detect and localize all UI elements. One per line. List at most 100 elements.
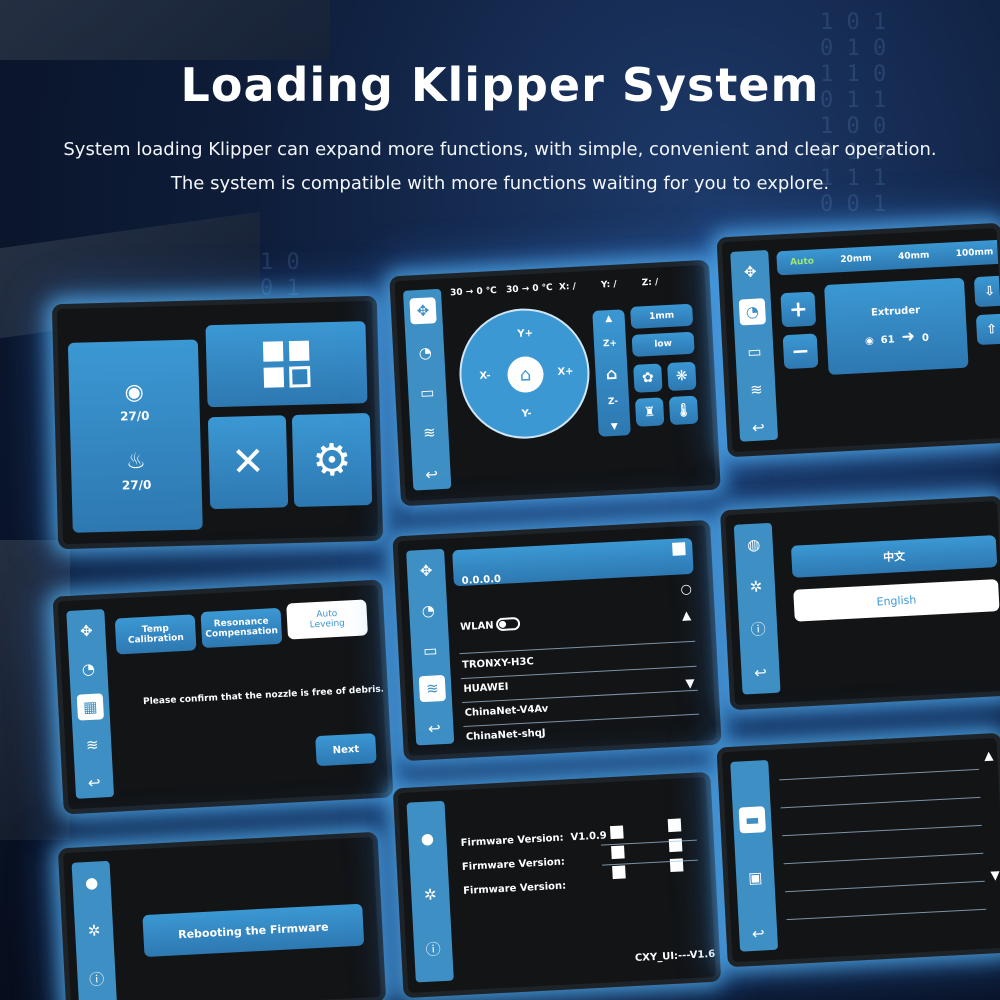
- move-screen: ✥ ◔ ▭ ≋ ↩ 30 → 0 ℃ 30 → 0 ℃ X: / Y: / Z:…: [389, 259, 721, 507]
- tool-icon[interactable]: ▭: [419, 383, 435, 403]
- wifi-icon[interactable]: ≋: [422, 423, 437, 442]
- speed-button[interactable]: low: [631, 331, 695, 357]
- ip-address-bar: 0.0.0.0: [452, 537, 694, 586]
- temperature-tile[interactable]: ◉ 27/0 ♨ 27/0: [67, 339, 203, 533]
- extrude-icon[interactable]: ◔: [418, 343, 433, 363]
- usb-icon[interactable]: ▣: [747, 868, 763, 888]
- brightness-icon[interactable]: ✲: [749, 577, 763, 597]
- network-item[interactable]: HUAWEI: [463, 681, 509, 695]
- scroll-down-icon[interactable]: ▼: [685, 675, 696, 691]
- network-item[interactable]: TRONXY-H3C: [461, 656, 535, 671]
- file-screen: ▬ ▣ ↩ ▲ ▼: [716, 732, 1000, 968]
- sidebar: ● ✲ ⓘ: [406, 800, 454, 983]
- y-minus-button[interactable]: Y-: [521, 408, 532, 420]
- brightness-icon[interactable]: ✲: [423, 885, 438, 904]
- back-icon[interactable]: ↩: [427, 719, 442, 738]
- firmware-checkbox[interactable]: [609, 825, 624, 840]
- tab-temp-calibration[interactable]: Temp Calibration: [114, 614, 197, 655]
- load-icon: ⇩: [983, 283, 996, 300]
- ui-version: CXY_UI:---V1.6: [634, 948, 716, 965]
- scroll-down-icon[interactable]: ▼: [990, 867, 1000, 883]
- page-subtitle: System loading Klipper can expand more f…: [0, 133, 1000, 201]
- info-icon[interactable]: ⓘ: [750, 619, 767, 639]
- grid-icon[interactable]: ▦: [76, 693, 105, 721]
- sidebar: ✥ ◔ ▭ ≋ ↩: [402, 288, 452, 491]
- extruder-temp: ◉ 61 ➜ 0: [864, 326, 929, 348]
- settings-tile[interactable]: ⚙: [291, 413, 373, 508]
- info-icon[interactable]: ⓘ: [88, 969, 105, 989]
- firmware-version-1: Firmware Version: V1.0.9: [460, 830, 607, 849]
- network-item[interactable]: ChinaNet-shqJ: [465, 727, 546, 743]
- next-button[interactable]: Next: [315, 733, 377, 767]
- tab-resonance-compensation[interactable]: Resonance Compensation: [200, 607, 283, 649]
- grid-icon: [262, 340, 311, 388]
- home-button[interactable]: ⌂: [506, 355, 545, 394]
- tab-auto-leveling[interactable]: Auto Leveing: [286, 599, 368, 640]
- move-icon[interactable]: ✥: [79, 621, 94, 641]
- scroll-up-icon[interactable]: ▲: [983, 748, 994, 763]
- scroll-up-icon[interactable]: ▲: [681, 607, 692, 623]
- sidebar: ✥ ◔ ▦ ≋ ↩: [66, 609, 115, 799]
- extrude-icon[interactable]: ◔: [421, 601, 436, 621]
- firmware-checkbox[interactable]: [667, 818, 682, 833]
- globe-icon[interactable]: ◍: [746, 535, 761, 555]
- info-icon[interactable]: ⓘ: [425, 939, 442, 959]
- move-icon[interactable]: ✥: [409, 297, 437, 325]
- brightness-icon[interactable]: ✲: [87, 921, 101, 941]
- increase-button[interactable]: +: [780, 291, 817, 328]
- target-temp: 0: [921, 332, 930, 344]
- x-plus-button[interactable]: X+: [557, 366, 574, 378]
- mode-100mm[interactable]: 100mm: [955, 247, 994, 260]
- back-icon[interactable]: ↩: [753, 663, 768, 682]
- extrude-icon[interactable]: ◔: [81, 659, 96, 679]
- move-icon[interactable]: ✥: [419, 561, 433, 581]
- network-item[interactable]: ChinaNet-V4Av: [464, 703, 549, 719]
- step-size-button[interactable]: 1mm: [630, 303, 694, 329]
- power-icon[interactable]: ●: [420, 829, 435, 849]
- load-button[interactable]: ⇩: [973, 275, 1000, 308]
- mode-40mm[interactable]: 40mm: [897, 250, 930, 263]
- y-plus-button[interactable]: Y+: [517, 328, 534, 340]
- extrude-icon[interactable]: ◔: [738, 298, 767, 326]
- tools-tile[interactable]: ✕: [207, 415, 289, 510]
- cooling-button[interactable]: ❋: [667, 361, 697, 392]
- z-minus-button[interactable]: ▼: [610, 421, 619, 433]
- language-screen: ◍ ✲ ⓘ ↩ 中文 English: [719, 495, 1000, 711]
- z-plus-button[interactable]: ▲: [605, 313, 613, 325]
- refresh-icon[interactable]: ○: [680, 581, 693, 598]
- wifi-icon[interactable]: ≋: [749, 380, 764, 400]
- power-icon[interactable]: ●: [84, 873, 99, 893]
- language-chinese-button[interactable]: 中文: [790, 535, 998, 578]
- temp-button[interactable]: 🌡: [668, 395, 699, 426]
- firmware-checkbox[interactable]: [612, 865, 626, 880]
- firmware-checkbox[interactable]: [611, 845, 625, 860]
- folder-icon[interactable]: ▬: [738, 806, 766, 834]
- back-icon[interactable]: ↩: [751, 418, 766, 437]
- lock-button[interactable]: ♜: [634, 397, 665, 427]
- background-binary-digits: 1 0 1 0 1 0 1 1 0 0 1 1 1 0 0 0 1 0 1 1 …: [820, 10, 887, 217]
- ip-checkbox[interactable]: [672, 542, 686, 556]
- print-tile[interactable]: [205, 321, 368, 408]
- wifi-icon[interactable]: ≋: [418, 674, 447, 703]
- back-icon[interactable]: ↩: [424, 465, 439, 484]
- back-icon[interactable]: ↩: [87, 773, 102, 793]
- decrease-button[interactable]: −: [782, 333, 819, 370]
- unload-button[interactable]: ⇧: [975, 313, 1000, 346]
- xy-jog-wheel[interactable]: ⌂ Y+ Y- X+ X-: [456, 305, 593, 442]
- language-english-button[interactable]: English: [793, 579, 1000, 622]
- mode-auto[interactable]: Auto: [789, 256, 815, 268]
- mode-20mm[interactable]: 20mm: [840, 253, 872, 266]
- back-icon[interactable]: ↩: [751, 924, 765, 943]
- move-icon[interactable]: ✥: [743, 262, 758, 282]
- wlan-toggle[interactable]: [495, 616, 521, 632]
- tool-icon[interactable]: ▭: [422, 641, 438, 661]
- x-minus-button[interactable]: X-: [479, 370, 491, 382]
- tool-icon[interactable]: ▭: [746, 342, 763, 362]
- wifi-icon[interactable]: ≋: [85, 735, 100, 755]
- reboot-firmware-button[interactable]: Rebooting the Firmware: [142, 903, 365, 958]
- wifi-screen: ✥ ◔ ▭ ≋ ↩ 0.0.0.0 ○ WLAN ▲ TRONXY-H3C HU…: [392, 519, 722, 762]
- fan-button[interactable]: ✿: [633, 363, 663, 393]
- subtitle-line: System loading Klipper can expand more f…: [63, 139, 937, 160]
- z-home-icon[interactable]: ⌂: [605, 363, 618, 383]
- wlan-label: WLAN: [459, 620, 494, 634]
